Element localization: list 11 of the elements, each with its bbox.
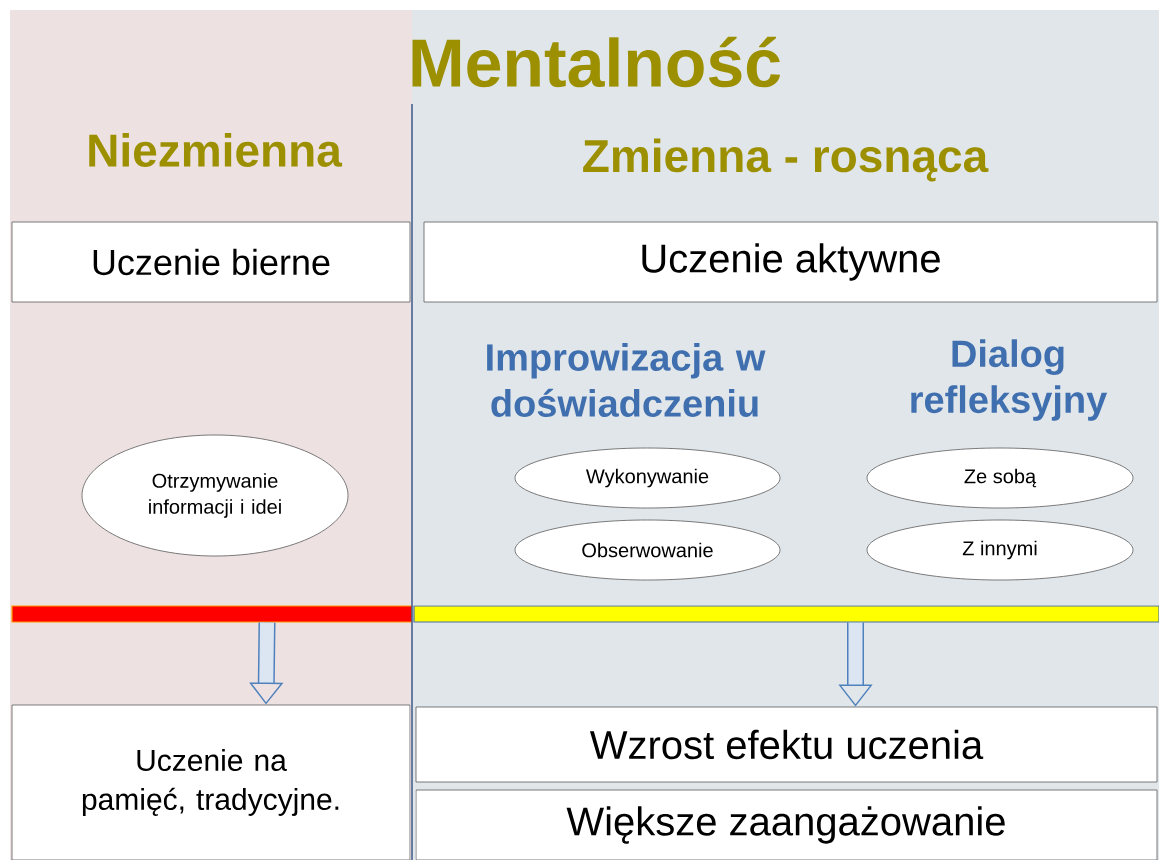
divider-bar — [11, 605, 413, 623]
group-heading: Dialog refleksyjny — [911, 339, 1108, 421]
text-box: Uczenie bierne — [11, 221, 411, 303]
arrow — [249, 622, 284, 705]
text-box: Wzrost efektu uczenia — [415, 706, 1158, 783]
divider-bar — [413, 605, 1159, 623]
group-heading: Improwizacja w doświadczeniu — [487, 343, 766, 417]
text-box: Uczenie aktywne — [423, 221, 1158, 303]
title: Mentalność — [412, 36, 781, 88]
text-box: Większe zaangażowanie — [415, 789, 1158, 860]
text-box: Uczenie na pamięć, tradycyjne. — [11, 704, 411, 860]
